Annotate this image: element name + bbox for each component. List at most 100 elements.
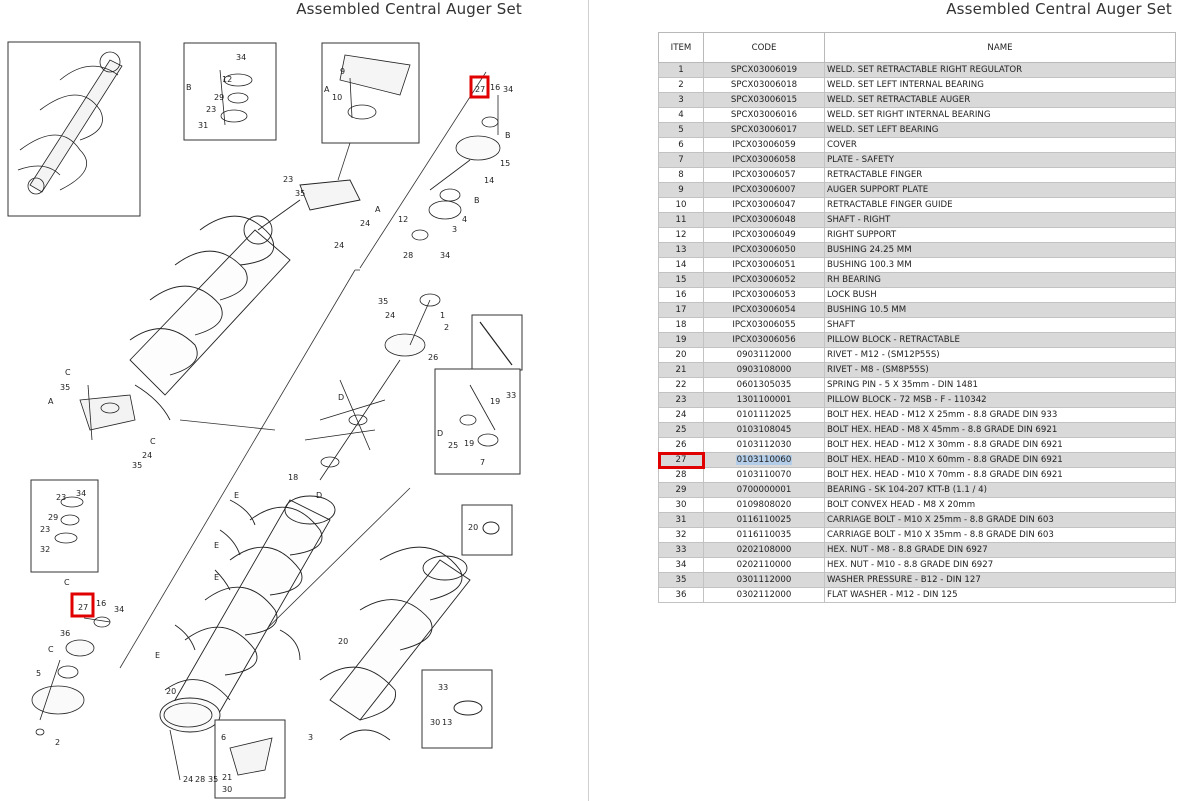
part-code-cell[interactable]: IPCX03006056 — [703, 332, 825, 348]
part-code-text[interactable]: 0103110070 — [736, 470, 792, 480]
part-code-cell[interactable]: 0301112000 — [703, 572, 825, 588]
part-code-text[interactable]: 0700000001 — [736, 485, 792, 495]
part-code-cell[interactable]: SPCX03006017 — [703, 122, 825, 138]
part-code-cell[interactable]: 0103112030 — [703, 437, 825, 453]
part-code-cell[interactable]: 0109808020 — [703, 497, 825, 513]
part-code-cell[interactable]: SPCX03006019 — [703, 62, 825, 78]
part-code-text[interactable]: IPCX03006050 — [732, 245, 796, 255]
part-code-text[interactable]: IPCX03006058 — [732, 155, 796, 165]
part-code-text[interactable]: IPCX03006052 — [732, 275, 796, 285]
part-code-cell[interactable]: IPCX03006048 — [703, 212, 825, 228]
part-code-cell[interactable]: IPCX03006053 — [703, 287, 825, 303]
part-code-text[interactable]: IPCX03006054 — [732, 305, 796, 315]
part-code-cell[interactable]: 0601305035 — [703, 377, 825, 393]
part-code-cell[interactable]: IPCX03006047 — [703, 197, 825, 213]
part-code-cell[interactable]: SPCX03006018 — [703, 77, 825, 93]
part-code-text[interactable]: SPCX03006018 — [730, 80, 798, 90]
part-code-cell[interactable]: IPCX03006058 — [703, 152, 825, 168]
part-code-cell[interactable]: 0903108000 — [703, 362, 825, 378]
part-code-text[interactable]: IPCX03006049 — [732, 230, 796, 240]
part-code-cell[interactable]: 0103110060 — [703, 452, 825, 468]
part-code-cell[interactable]: IPCX03006051 — [703, 257, 825, 273]
part-code-cell[interactable]: IPCX03006052 — [703, 272, 825, 288]
part-code-cell[interactable]: 0302112000 — [703, 587, 825, 603]
part-code-text[interactable]: 0601305035 — [736, 380, 792, 390]
part-code-cell[interactable]: IPCX03006007 — [703, 182, 825, 198]
part-code-text[interactable]: IPCX03006057 — [732, 170, 796, 180]
part-code-cell[interactable]: IPCX03006049 — [703, 227, 825, 243]
part-code-text[interactable]: 0103108045 — [736, 425, 792, 435]
part-code-text[interactable]: 0903112000 — [736, 350, 792, 360]
part-code-text[interactable]: 0302112000 — [736, 590, 792, 600]
part-code-cell[interactable]: 0101112025 — [703, 407, 825, 423]
part-code-cell[interactable]: 0116110035 — [703, 527, 825, 543]
part-code-text[interactable]: 0202110000 — [736, 560, 792, 570]
part-code-text[interactable]: 0116110025 — [736, 515, 792, 525]
part-code-text[interactable]: 0202108000 — [736, 545, 792, 555]
part-code-text[interactable]: IPCX03006056 — [732, 335, 796, 345]
part-code-cell[interactable]: 0700000001 — [703, 482, 825, 498]
part-code-text[interactable]: IPCX03006051 — [732, 260, 796, 270]
part-code-text[interactable]: IPCX03006007 — [732, 185, 796, 195]
part-code-cell[interactable]: 1301100001 — [703, 392, 825, 408]
part-code-text[interactable]: 0109808020 — [736, 500, 792, 510]
part-code-text[interactable]: 1301100001 — [736, 395, 792, 405]
part-code-text[interactable]: 0101112025 — [736, 410, 792, 420]
part-code-text[interactable]: IPCX03006059 — [732, 140, 796, 150]
part-code-cell[interactable]: IPCX03006055 — [703, 317, 825, 333]
part-code-text[interactable]: 0903108000 — [736, 365, 792, 375]
part-code-text[interactable]: IPCX03006055 — [732, 320, 796, 330]
part-code-cell[interactable]: IPCX03006050 — [703, 242, 825, 258]
part-code-cell[interactable]: IPCX03006057 — [703, 167, 825, 183]
part-code-text[interactable]: SPCX03006019 — [730, 65, 798, 75]
part-code-text[interactable]: SPCX03006016 — [730, 110, 798, 120]
part-code-text[interactable]: SPCX03006015 — [730, 95, 798, 105]
part-code-text[interactable]: IPCX03006053 — [732, 290, 796, 300]
part-code-text[interactable]: IPCX03006047 — [732, 200, 796, 210]
part-code-cell[interactable]: 0903112000 — [703, 347, 825, 363]
part-code-cell[interactable]: IPCX03006059 — [703, 137, 825, 153]
part-code-text[interactable]: 0116110035 — [736, 530, 792, 540]
part-code-cell[interactable]: 0103108045 — [703, 422, 825, 438]
part-code-text[interactable]: 0103110060 — [735, 455, 793, 465]
part-code-cell[interactable]: SPCX03006016 — [703, 107, 825, 123]
part-code-text[interactable]: 0301112000 — [736, 575, 792, 585]
part-code-cell[interactable]: SPCX03006015 — [703, 92, 825, 108]
part-code-cell[interactable]: IPCX03006054 — [703, 302, 825, 318]
